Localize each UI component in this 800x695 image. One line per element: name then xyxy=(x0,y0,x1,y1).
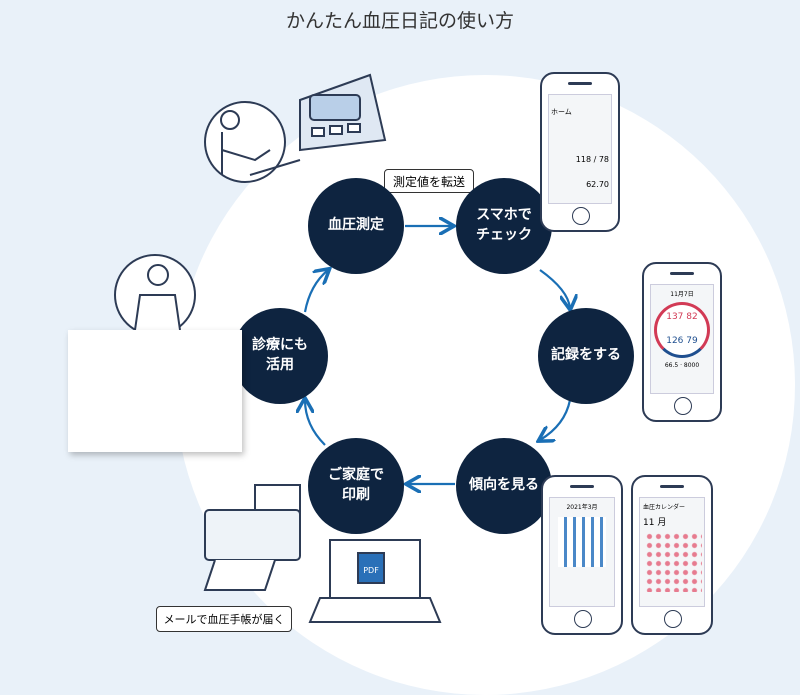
phone-home-screen: ホーム 118 / 78 62.70 xyxy=(540,72,620,232)
step-view-trend: 傾向を見る xyxy=(456,438,552,534)
pdf-icon: PDF xyxy=(363,566,379,575)
printer-illustration xyxy=(203,484,301,591)
page-title: かんたん血圧日記の使い方 xyxy=(285,10,514,32)
calendar-month: 11 月 xyxy=(643,518,667,528)
arrow-check-to-record xyxy=(539,269,570,308)
blood-pressure-monitor-illustration xyxy=(299,73,387,152)
blood-pressure-report-sheet xyxy=(68,330,242,452)
arrow-record-to-trend xyxy=(540,399,572,440)
phone-home-title: ホーム xyxy=(551,108,572,116)
step-clinical-use: 診療にも 活用 xyxy=(232,308,328,404)
step-check-phone: スマホで チェック xyxy=(456,178,552,274)
phone-home-reading: 118 / 78 xyxy=(575,155,609,164)
morning-diastolic: 82 xyxy=(686,312,698,322)
step-print-home: ご家庭で 印刷 xyxy=(308,438,404,534)
morning-systolic: 137 xyxy=(666,312,684,322)
doctor-illustration xyxy=(114,254,196,336)
record-weight: 66.5 xyxy=(664,362,679,369)
flow-arrows: PDF xyxy=(114,73,800,623)
evening-diastolic: 79 xyxy=(686,336,698,346)
calendar-title: 血圧カレンダー xyxy=(643,504,686,511)
phone-graph-screen: 2021年3月 xyxy=(541,475,623,635)
email-callout: メールで血圧手帳が届く xyxy=(156,606,292,632)
transfer-label: 測定値を転送 xyxy=(384,169,474,193)
phone-calendar-screen: 血圧カレンダー 11 月 xyxy=(631,475,713,635)
arrow-print-to-clinic xyxy=(305,400,326,446)
laptop-illustration xyxy=(308,539,442,623)
step-record: 記録をする xyxy=(538,308,634,404)
step-measure: 血圧測定 xyxy=(308,178,404,274)
record-steps: 8000 xyxy=(683,362,700,369)
phone-home-weight: 62.70 xyxy=(586,180,609,189)
phone-record-date: 11月7日 xyxy=(670,291,694,298)
evening-systolic: 126 xyxy=(666,336,684,346)
phone-record-screen: 11月7日 137 82 126 79 66.5 · 8000 xyxy=(642,262,722,422)
graph-month: 2021年3月 xyxy=(566,504,598,511)
arrow-clinic-to-measure xyxy=(303,270,328,313)
person-measuring-illustration xyxy=(204,101,301,183)
